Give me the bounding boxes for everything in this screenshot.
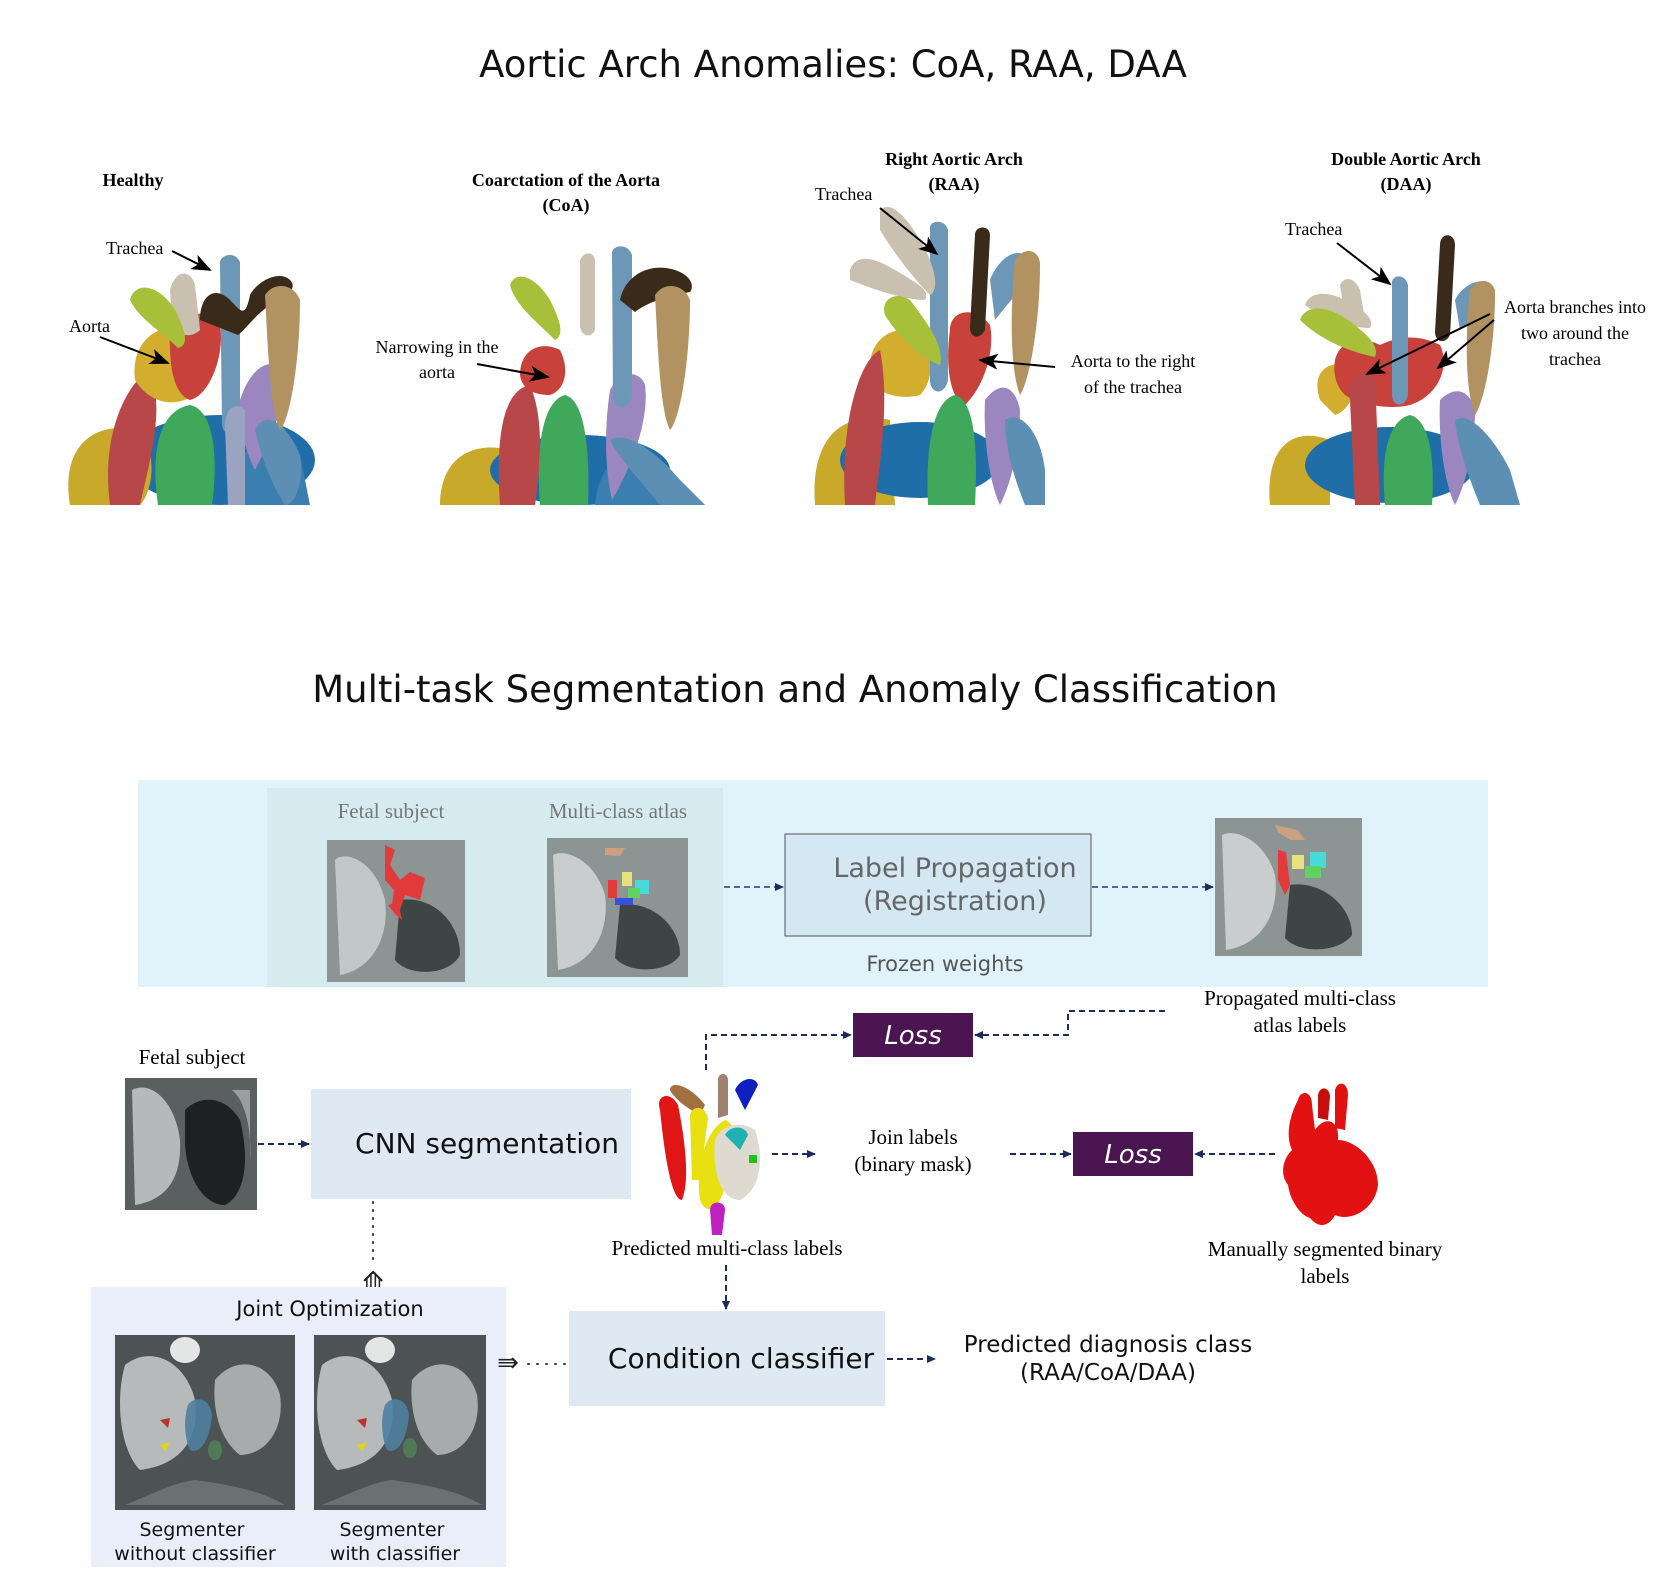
heart-render-coa	[440, 246, 705, 505]
predicted-multiclass-label: Predicted multi-class labels	[612, 1236, 843, 1260]
manual-labels-line1: Manually segmented binary	[1208, 1237, 1443, 1261]
cnn-segmentation-box	[311, 1089, 631, 1199]
label-propagation-box	[784, 833, 1092, 937]
propagated-labels-line1: Propagated multi-class	[1204, 986, 1396, 1010]
arrow-prediction-to-loss	[705, 1031, 852, 1070]
heart-render-healthy	[68, 254, 315, 505]
label-raa-1: Aorta to the right	[1071, 351, 1195, 371]
fetal-subject-mri	[125, 1078, 257, 1210]
panel-coa: Coarctation of the Aorta (CoA) Narrowing…	[376, 170, 705, 505]
label-daa-1: Aorta branches into	[1504, 297, 1646, 317]
label-aorta-healthy: Aorta	[69, 316, 110, 336]
label-propagation-line2: (Registration)	[863, 886, 1047, 917]
arrow-propagated-to-loss	[974, 1010, 1165, 1039]
join-labels-line2: (binary mask)	[854, 1152, 971, 1176]
panel-heading-daa-1: Double Aortic Arch	[1331, 149, 1481, 169]
panel-heading-raa-2: (RAA)	[929, 174, 980, 195]
segmenter-with-line2: with classifier	[330, 1543, 460, 1565]
atlas-fetal-subject-label: Fetal subject	[338, 799, 445, 823]
bottom-title: Multi-task Segmentation and Anomaly Clas…	[312, 668, 1278, 711]
panel-heading-coa-1: Coarctation of the Aorta	[472, 170, 660, 190]
label-daa-2: two around the	[1521, 323, 1629, 343]
label-raa-2: of the trachea	[1084, 377, 1182, 397]
loss-box-top	[853, 1013, 973, 1057]
arrow-trachea-healthy	[171, 250, 212, 271]
label-trachea-raa: Trachea	[815, 184, 872, 204]
segmenter-with-line1: Segmenter	[339, 1519, 444, 1541]
label-trachea-daa: Trachea	[1285, 219, 1342, 239]
fetal-subject-label: Fetal subject	[139, 1045, 246, 1069]
label-propagation-line1: Label Propagation	[833, 853, 1076, 884]
panel-raa: Right Aortic Arch (RAA) Trachea Aorta to…	[814, 149, 1195, 505]
panel-healthy: Healthy Trachea Aorta	[68, 170, 315, 505]
label-daa-3: trachea	[1549, 349, 1601, 369]
condition-classifier-box	[569, 1311, 885, 1406]
cnn-segmentation-label: CNN segmentation	[355, 1127, 619, 1160]
label-narrowing-2: aorta	[419, 362, 455, 382]
panel-daa: Double Aortic Arch (DAA) Trachea Aorta b…	[1269, 149, 1646, 505]
arrow-trachea-daa	[1336, 242, 1392, 286]
segmenter-without-line1: Segmenter	[139, 1519, 244, 1541]
manual-labels-line2: labels	[1301, 1264, 1350, 1288]
panel-heading-healthy: Healthy	[103, 170, 164, 190]
arrow-narrowing	[476, 363, 550, 382]
panel-heading-coa-2: (CoA)	[543, 195, 590, 216]
segmenter-without-line2: without classifier	[114, 1543, 276, 1565]
arrow-daa-right	[1436, 319, 1495, 370]
propagated-mri	[1215, 818, 1362, 956]
right-chevrons-icon: ⇛	[497, 1348, 519, 1378]
arrow-aorta-healthy	[99, 336, 170, 365]
panel-heading-daa-2: (DAA)	[1381, 174, 1432, 195]
atlas-fetal-mri	[327, 840, 465, 982]
joint-optimization-label: Joint Optimization	[234, 1297, 423, 1321]
loss-box-bottom	[1073, 1132, 1193, 1176]
label-narrowing-1: Narrowing in the	[376, 337, 499, 357]
manual-segmentation-render	[1283, 1083, 1378, 1226]
arrow-trachea-raa	[879, 207, 939, 256]
propagated-labels-line2: atlas labels	[1254, 1013, 1347, 1037]
heart-render-daa	[1269, 235, 1520, 505]
predicted-diagnosis-line1: Predicted diagnosis class	[964, 1332, 1252, 1358]
predicted-multiclass-render	[659, 1074, 760, 1235]
panel-heading-raa-1: Right Aortic Arch	[885, 149, 1023, 169]
segmenter-without-mri	[115, 1335, 295, 1510]
arrow-raa	[978, 353, 1056, 370]
atlas-multi-class-label: Multi-class atlas	[549, 799, 687, 823]
atlas-multiclass-mri	[547, 838, 688, 977]
label-trachea-healthy: Trachea	[106, 238, 163, 258]
arrow-daa-left	[1365, 313, 1491, 375]
top-title: Aortic Arch Anomalies: CoA, RAA, DAA	[479, 43, 1187, 86]
join-labels-line1: Join labels	[868, 1125, 957, 1149]
frozen-weights-label: Frozen weights	[866, 952, 1023, 976]
loss-label-top: Loss	[884, 1021, 941, 1051]
segmenter-with-mri	[314, 1335, 486, 1510]
loss-label-bottom: Loss	[1104, 1140, 1161, 1170]
condition-classifier-label: Condition classifier	[608, 1342, 875, 1375]
predicted-diagnosis-line2: (RAA/CoA/DAA)	[1020, 1360, 1196, 1386]
heart-render-raa	[814, 206, 1045, 505]
